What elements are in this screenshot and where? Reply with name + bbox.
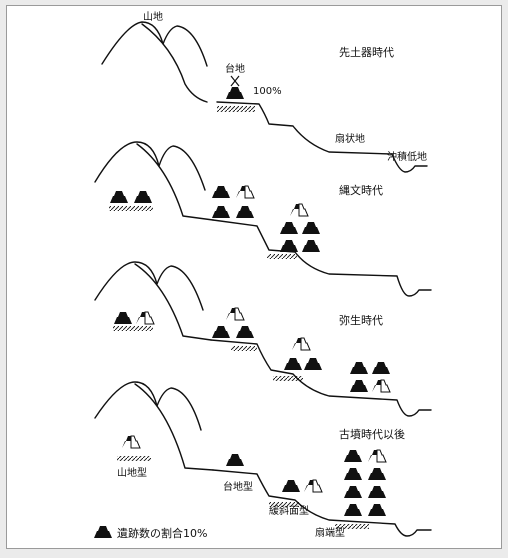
type-label-plateau: 台地型 xyxy=(223,480,253,493)
row-3: 弥生時代 xyxy=(94,261,432,417)
site-icon xyxy=(212,186,230,198)
hatch-mountain-3 xyxy=(113,326,153,331)
legend: 遺跡数の割合10% xyxy=(94,526,207,540)
half-site-icon xyxy=(135,311,155,325)
type-label-mountain: 山地型 xyxy=(117,466,147,479)
terrain-profile-2 xyxy=(212,219,432,297)
site-icon xyxy=(280,240,298,252)
hatch-slope-2 xyxy=(267,254,297,259)
label-percent: 100% xyxy=(253,86,282,97)
terrain-profile-1 xyxy=(216,101,428,173)
label-mountain: 山地 xyxy=(143,10,163,23)
mountain-ridge-6 xyxy=(134,263,212,341)
site-icon xyxy=(344,504,362,516)
period-label-1: 先土器時代 xyxy=(339,46,394,59)
terrain-profile-4 xyxy=(212,469,432,537)
label-lowland: 沖積低地 xyxy=(387,150,427,163)
row-4: 古墳時代以後 山地型 台地型 緩斜面型 扇端型 xyxy=(94,381,432,539)
legend-site-icon xyxy=(94,526,112,538)
site-icon xyxy=(226,87,244,99)
period-label-4: 古墳時代以後 xyxy=(339,427,405,441)
half-site-icon xyxy=(121,435,141,449)
site-icon xyxy=(350,362,368,374)
site-icon xyxy=(372,362,390,374)
site-icon xyxy=(280,222,298,234)
hatch-mountain-2 xyxy=(109,206,153,211)
row-2: 縄文時代 xyxy=(94,141,432,297)
row-1: 山地 台地 100% 扇状地 沖積低地 先土器時代 xyxy=(101,10,428,173)
half-site-icon xyxy=(371,379,391,393)
hatch-mountain-4 xyxy=(117,456,151,461)
site-icon xyxy=(344,486,362,498)
mountain-ridge-3 xyxy=(94,141,206,191)
hatch-fan-4 xyxy=(335,524,369,529)
site-icon xyxy=(134,191,152,203)
half-site-icon xyxy=(225,307,245,321)
type-label-slope: 緩斜面型 xyxy=(269,504,309,517)
site-icon xyxy=(368,468,386,480)
hatch-slope-3 xyxy=(273,376,303,381)
site-icon xyxy=(368,504,386,516)
hatch-plateau-3 xyxy=(231,346,257,351)
type-label-fan: 扇端型 xyxy=(315,526,345,539)
mountain-ridge-8 xyxy=(134,383,214,471)
site-icon xyxy=(114,312,132,324)
mountain-ridge-2 xyxy=(141,23,208,103)
site-icon xyxy=(284,358,302,370)
label-plateau: 台地 xyxy=(225,62,245,75)
hatch-slope-4 xyxy=(269,502,299,507)
half-site-icon xyxy=(291,337,311,351)
site-icon xyxy=(212,206,230,218)
period-label-3: 弥生時代 xyxy=(339,313,383,327)
hatch-plateau-1 xyxy=(217,106,255,112)
site-icon xyxy=(368,486,386,498)
legend-text: 遺跡数の割合10% xyxy=(117,526,207,540)
site-icon xyxy=(344,450,362,462)
site-icon xyxy=(236,206,254,218)
site-icon xyxy=(282,480,300,492)
mountain-ridge-7 xyxy=(94,381,202,431)
half-site-icon xyxy=(303,479,323,493)
period-label-2: 縄文時代 xyxy=(339,183,383,197)
site-icon xyxy=(350,380,368,392)
mountain-ridge-5 xyxy=(94,261,204,311)
settlement-landform-diagram: 山地 台地 100% 扇状地 沖積低地 先土器時代 縄文時代 xyxy=(94,10,432,540)
label-fan: 扇状地 xyxy=(335,132,365,145)
site-icon xyxy=(110,191,128,203)
half-site-icon xyxy=(235,185,255,199)
diagram-frame: 山地 台地 100% 扇状地 沖積低地 先土器時代 縄文時代 xyxy=(6,5,502,549)
mountain-ridge-4 xyxy=(136,143,214,221)
site-icon xyxy=(212,326,230,338)
half-site-icon xyxy=(367,449,387,463)
terrain-profile-3 xyxy=(210,339,432,417)
site-icon xyxy=(344,468,362,480)
site-icon xyxy=(236,326,254,338)
site-icon xyxy=(304,358,322,370)
site-icon xyxy=(302,240,320,252)
mountain-ridge-1 xyxy=(101,21,208,67)
site-icon xyxy=(302,222,320,234)
half-site-icon xyxy=(289,203,309,217)
site-icon xyxy=(226,454,244,466)
